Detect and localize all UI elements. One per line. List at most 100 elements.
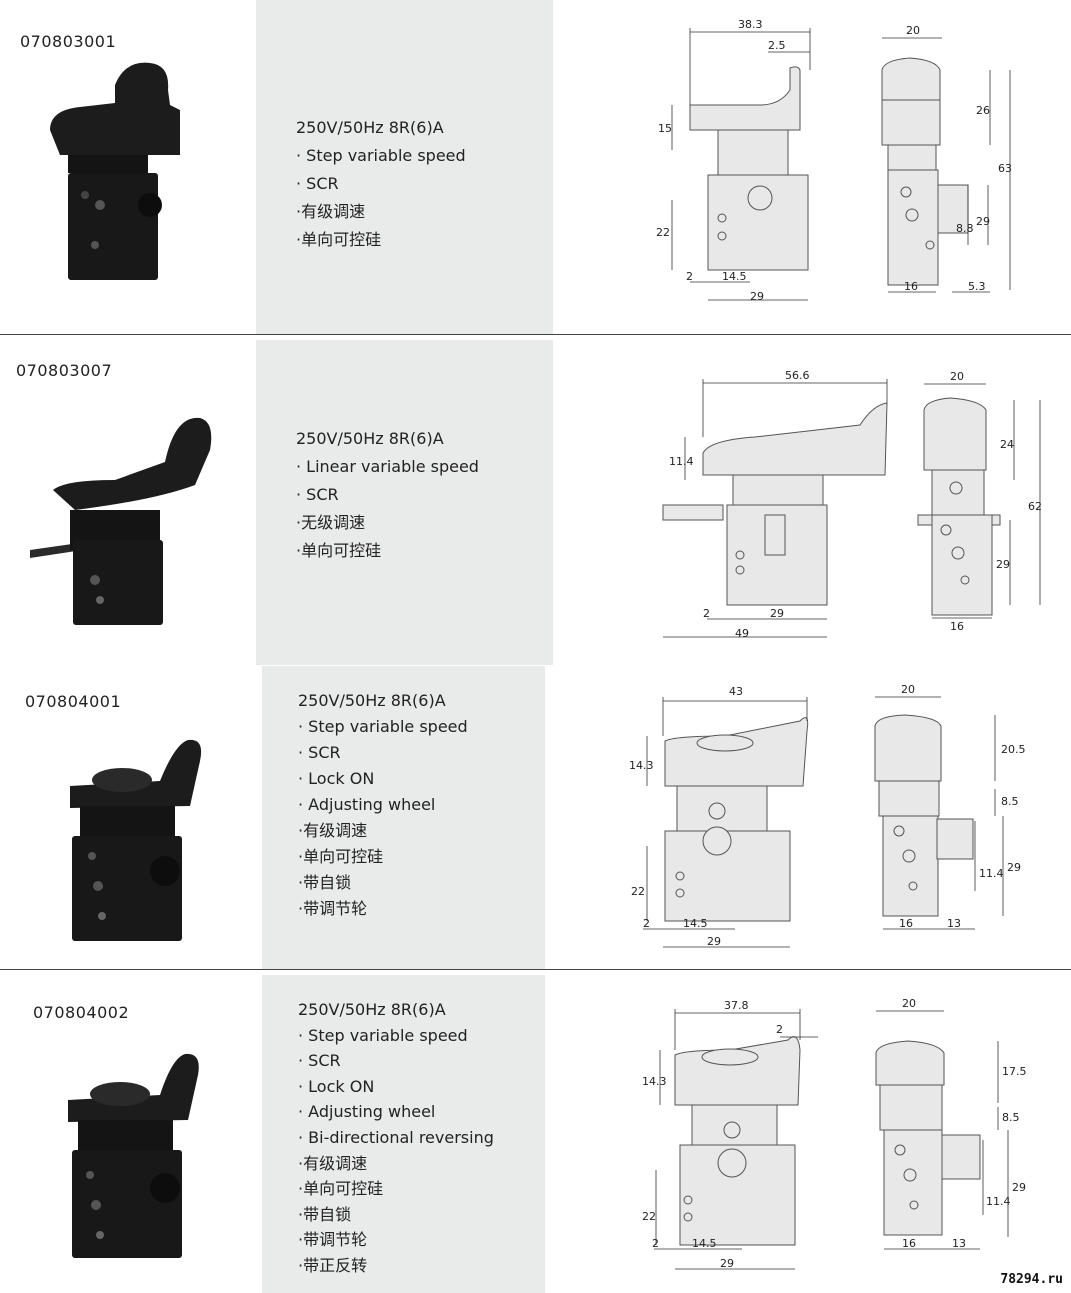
dimension-label: 22 [656,226,670,239]
spec-item: ·单向可控硅 [296,230,382,249]
product-row-3: 070804001 250V/50Hz 8R(6)A · Step variab… [0,666,1071,969]
dimension-label: 16 [904,280,918,293]
dimension-label: 11.4 [669,455,694,468]
row-divider [0,969,1071,970]
dimension-label: 16 [950,620,964,633]
dimension-label: 13 [947,917,961,930]
dimension-label: 14.5 [692,1237,717,1250]
dimension-label: 2 [776,1023,783,1036]
spec-item: · Linear variable speed [296,457,479,476]
product-row-2: 070803007 250V/50Hz 8R(6)A · Linear vari… [0,335,1071,665]
spec-item: ·有级调速 [298,821,368,840]
spec-item: ·单向可控硅 [298,1179,384,1199]
dimension-label: 37.8 [724,999,749,1012]
dimension-label: 2 [643,917,650,930]
product-code: 070803001 [20,32,117,51]
dimension-label: 22 [642,1210,656,1223]
dimension-label: 8.5 [1002,1111,1020,1124]
dimension-label: 5.3 [968,280,986,293]
dimension-label: 14.5 [722,270,747,283]
product-photo [70,739,202,941]
spec-item: ·带调节轮 [298,1230,368,1250]
spec-item: · Step variable speed [296,146,466,165]
dimension-label: 29 [1012,1181,1026,1194]
spec-item: · Bi-directional reversing [298,1127,494,1147]
dimension-label: 2.5 [768,39,786,52]
dimension-label: 29 [1007,861,1021,874]
dimension-label: 29 [750,290,764,303]
dimension-label: 2 [652,1237,659,1250]
specs-panel [256,340,553,665]
product-code: 070804001 [25,692,122,711]
dimension-label: 14.3 [629,759,654,772]
dimension-label: 26 [976,104,990,117]
side-view-drawing: 37.8 2 14.3 22 2 14.5 29 [642,999,818,1270]
side-view-drawing: 56.6 11.4 2 29 49 [662,369,888,640]
spec-item: 250V/50Hz 8R(6)A [296,429,444,448]
dimension-label: 38.3 [738,18,763,31]
dimension-label: 14.3 [642,1075,667,1088]
product-photo [50,62,180,280]
spec-item: ·单向可控硅 [296,541,382,560]
dimension-label: 29 [770,607,784,620]
specs-panel [262,666,545,969]
spec-item: · SCR [298,743,341,762]
dimension-label: 29 [976,215,990,228]
spec-item: 250V/50Hz 8R(6)A [298,691,446,710]
dimension-label: 29 [996,558,1010,571]
product-photo [68,1053,199,1258]
spec-item: ·有级调速 [298,1153,368,1173]
spec-list: 250V/50Hz 8R(6)A · Linear variable speed… [296,425,479,565]
dimension-label: 14.5 [683,917,708,930]
spec-item: · Lock ON [298,769,375,788]
spec-item: · Adjusting wheel [298,1102,436,1122]
dimension-label: 29 [707,935,721,948]
product-row-1: 070803001 250V/50Hz 8R(6)A · Step variab… [0,0,1071,334]
front-view-drawing: 20 20.5 8.5 11.4 29 16 13 [874,683,1025,930]
watermark: 78294.ru [1000,1272,1063,1287]
spec-item: ·带调节轮 [298,899,368,918]
spec-item: · Adjusting wheel [298,795,436,814]
product-photo [30,417,212,625]
dimension-label: 11.4 [986,1195,1011,1208]
spec-list: 250V/50Hz 8R(6)A · Step variable speed ·… [296,114,466,254]
specs-panel [256,0,553,334]
dimension-label: 56.6 [785,369,810,382]
dimension-label: 13 [952,1237,966,1250]
product-code: 070804002 [33,1003,130,1022]
spec-list: 250V/50Hz 8R(6)A · Step variable speed ·… [298,688,468,922]
product-row-4: 070804002 250V/50Hz 8R(6)A · Step variab… [0,975,1071,1293]
dimension-label: 16 [902,1237,916,1250]
side-view-drawing: 38.3 2.5 15 22 2 14.5 29 [656,18,811,303]
dimension-label: 16 [899,917,913,930]
dimension-label: 63 [998,162,1012,175]
spec-item: · SCR [296,485,339,504]
dimension-label: 20 [901,683,915,696]
side-view-drawing: 43 14.3 22 2 14.5 29 [629,685,809,948]
dimension-label: 29 [720,1257,734,1270]
front-view-drawing: 20 17.5 8.5 11.4 29 16 13 [875,997,1027,1250]
spec-item: · SCR [296,174,339,193]
spec-item: ·带自锁 [298,873,352,892]
dimension-label: 20 [950,370,964,383]
spec-item: ·无级调速 [296,513,366,532]
spec-item: · Step variable speed [298,1025,468,1045]
specs-panel [262,975,545,1293]
dimension-label: 2 [703,607,710,620]
spec-list: 250V/50Hz 8R(6)A · Step variable speed ·… [298,997,494,1279]
dimension-label: 22 [631,885,645,898]
spec-item: · Lock ON [298,1076,375,1096]
dimension-label: 20 [902,997,916,1010]
front-view-drawing: 20 26 63 8.8 29 16 5.3 [881,24,1012,293]
dimension-label: 8.8 [956,222,974,235]
front-view-drawing: 20 24 62 29 16 [917,370,1042,633]
spec-item: ·单向可控硅 [298,847,384,866]
spec-item: · SCR [298,1051,341,1071]
dimension-label: 11.4 [979,867,1004,880]
dimension-label: 43 [729,685,743,698]
spec-item: 250V/50Hz 8R(6)A [298,1000,446,1019]
dimension-label: 2 [686,270,693,283]
spec-item: ·带正反转 [298,1255,368,1275]
dimension-label: 62 [1028,500,1042,513]
dimension-label: 17.5 [1002,1065,1027,1078]
